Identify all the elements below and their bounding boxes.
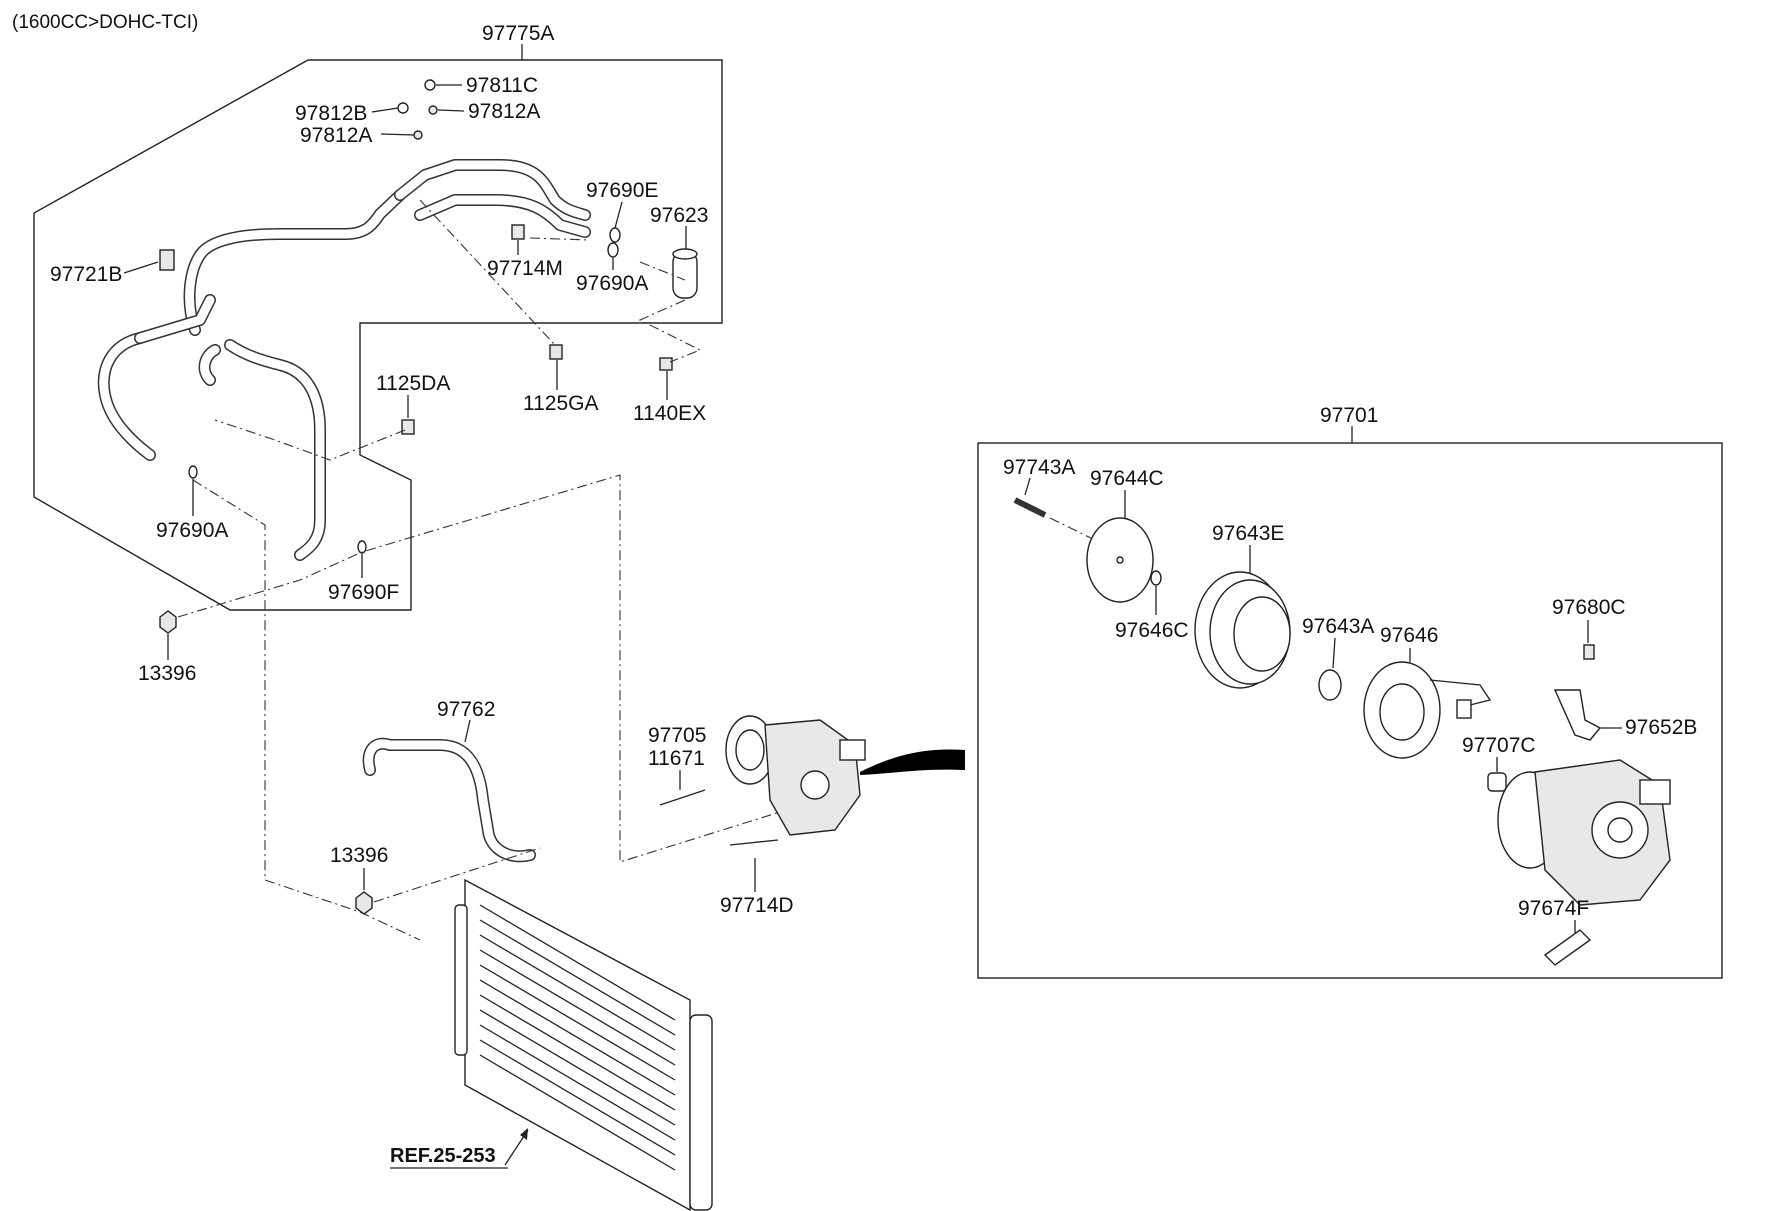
leader-97643A — [1332, 637, 1336, 669]
label-97762[interactable]: 97762 — [437, 698, 495, 721]
label-97690A-left[interactable]: 97690A — [156, 519, 228, 542]
reference-label[interactable]: REF.25-253 — [390, 1145, 496, 1167]
hose-group-outline — [33, 59, 723, 611]
cap-97811C — [424, 79, 436, 91]
dash-2 — [638, 299, 702, 363]
leader-97762 — [464, 719, 471, 743]
condenser — [454, 878, 713, 1211]
dash-8 — [373, 847, 541, 903]
bolt-97714M — [511, 224, 525, 240]
receiver-drier-cap — [672, 248, 698, 260]
reference-arrowhead — [520, 1128, 528, 1140]
label-11671[interactable]: 11671 — [648, 747, 705, 770]
label-97714D[interactable]: 97714D — [720, 894, 794, 917]
label-97811C[interactable]: 97811C — [466, 74, 538, 97]
oring-97690E — [609, 227, 621, 243]
bushing-97707C — [1487, 772, 1507, 792]
cap-97812B — [397, 102, 409, 114]
dash-1 — [639, 261, 686, 281]
dash-9 — [1049, 517, 1096, 541]
nut-13396-low — [355, 891, 373, 915]
label-13396-low[interactable]: 13396 — [330, 844, 388, 867]
snapring-97643A — [1318, 669, 1342, 701]
valve-97812A-top — [428, 105, 438, 115]
compressor-small — [725, 715, 866, 836]
nut-13396-top — [159, 610, 177, 634]
label-13396-top[interactable]: 13396 — [138, 662, 196, 685]
label-97680C[interactable]: 97680C — [1552, 596, 1626, 619]
leader-97812A-left — [380, 133, 415, 136]
label-97690F[interactable]: 97690F — [328, 581, 399, 604]
label-97652B[interactable]: 97652B — [1625, 716, 1697, 739]
label-97812B[interactable]: 97812B — [295, 102, 367, 125]
leader-97812A-top — [437, 109, 465, 112]
pulley-97643E — [1194, 571, 1291, 689]
label-97705[interactable]: 97705 — [648, 724, 706, 747]
bolt-97743A — [1013, 497, 1047, 518]
label-97643E[interactable]: 97643E — [1212, 522, 1284, 545]
valve-97812A-left — [413, 130, 423, 140]
lower-section: 97762 97705 11671 97714D 13396 — [330, 698, 965, 1211]
label-97646C[interactable]: 97646C — [1115, 619, 1189, 642]
label-1125GA[interactable]: 1125GA — [523, 392, 599, 415]
label-97775A[interactable]: 97775A — [482, 22, 554, 45]
dash-7 — [192, 479, 421, 941]
label-97812A-top[interactable]: 97812A — [468, 100, 540, 123]
label-97707C[interactable]: 97707C — [1462, 734, 1536, 757]
compressor-group-box — [977, 442, 1723, 979]
label-97644C[interactable]: 97644C — [1090, 467, 1164, 490]
hub-center — [1116, 556, 1124, 564]
oring-97690A-left — [188, 465, 198, 479]
bolt-1125GA — [549, 344, 563, 360]
compressor-assembly-group: 97701 97743A 97644C 97646C 97643E 97643A — [977, 404, 1723, 979]
pointer-wedge — [860, 749, 965, 775]
dash-3 — [419, 199, 556, 346]
label-1125DA[interactable]: 1125DA — [376, 372, 450, 395]
leader-97721B — [123, 261, 159, 274]
label-97743A[interactable]: 97743A — [1003, 456, 1075, 479]
label-97812A-left[interactable]: 97812A — [300, 124, 372, 147]
bolt-97680C — [1583, 644, 1595, 660]
bolt-1140EX — [659, 357, 673, 371]
label-97714M[interactable]: 97714M — [487, 257, 563, 280]
label-97674F[interactable]: 97674F — [1518, 897, 1589, 920]
label-97721B[interactable]: 97721B — [50, 263, 122, 286]
leader-97812B — [371, 107, 399, 113]
hose-assembly-group: 97775A — [33, 22, 781, 941]
bracket-97652B — [1553, 689, 1602, 741]
label-97690A-top[interactable]: 97690A — [576, 272, 648, 295]
bolt-1125DA — [401, 419, 415, 435]
label-97623[interactable]: 97623 — [650, 204, 708, 227]
label-97690E[interactable]: 97690E — [586, 179, 658, 202]
bolt-97714D — [729, 839, 779, 846]
label-97646[interactable]: 97646 — [1380, 624, 1438, 647]
field-coil-97646 — [1363, 661, 1492, 759]
shim-97646C — [1150, 570, 1162, 586]
label-97643A[interactable]: 97643A — [1302, 615, 1374, 638]
leader-97743A — [1024, 477, 1031, 496]
label-97701[interactable]: 97701 — [1320, 404, 1378, 427]
compressor-body — [1497, 759, 1671, 906]
dash-4 — [529, 237, 591, 241]
oring-97690F — [357, 540, 367, 554]
pressure-switch-97721B — [159, 249, 175, 271]
dash-5 — [214, 419, 406, 461]
valve-97674F — [1543, 929, 1592, 966]
bolt-97705 — [659, 789, 706, 806]
engine-note: (1600CC>DOHC-TCI) — [12, 12, 198, 33]
ac-hoses — [97, 159, 591, 561]
oring-97690A-top — [607, 242, 619, 258]
dash-6 — [177, 474, 781, 863]
leader-97690E — [614, 201, 623, 229]
label-1140EX[interactable]: 1140EX — [633, 402, 706, 425]
